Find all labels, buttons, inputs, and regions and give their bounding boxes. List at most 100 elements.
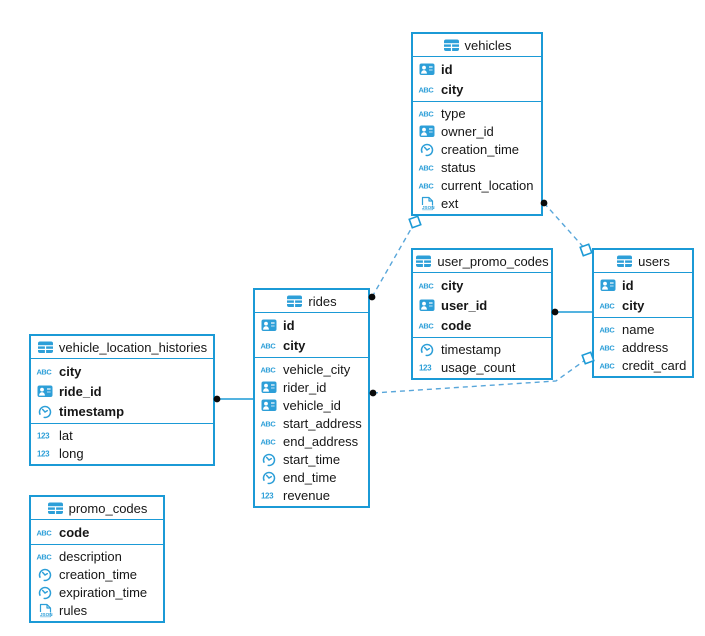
column-row[interactable]: end_time xyxy=(255,468,368,486)
clock-icon xyxy=(36,584,53,600)
column-name: city xyxy=(283,337,306,353)
relation-rides-vehicles[interactable] xyxy=(371,221,416,298)
column-name: rules xyxy=(59,602,88,618)
column-row[interactable]: owner_id xyxy=(413,122,541,140)
column-name: owner_id xyxy=(441,123,494,139)
key-column-row[interactable]: ABC city xyxy=(413,275,551,295)
clock-icon xyxy=(418,141,435,157)
svg-text:ABC: ABC xyxy=(261,366,277,375)
text-abc-icon: ABC xyxy=(36,548,53,564)
column-name: vehicle_id xyxy=(283,397,341,413)
column-name: city xyxy=(441,277,464,293)
svg-text:JSON: JSON xyxy=(40,612,53,617)
column-name: end_address xyxy=(283,433,359,449)
column-name: revenue xyxy=(283,487,330,503)
svg-text:ABC: ABC xyxy=(37,553,53,562)
column-row[interactable]: ABC vehicle_city xyxy=(255,360,368,378)
user-id-badge-icon xyxy=(260,397,277,413)
relation-endpoint-square xyxy=(408,215,422,229)
entity-header[interactable]: vehicles xyxy=(413,34,541,57)
user-id-badge-icon xyxy=(418,61,435,77)
column-name: vehicle_city xyxy=(283,361,351,377)
svg-text:ABC: ABC xyxy=(37,368,53,377)
svg-text:123: 123 xyxy=(261,492,274,501)
column-row[interactable]: start_time xyxy=(255,450,368,468)
column-row[interactable]: creation_time xyxy=(31,565,163,583)
text-abc-icon: ABC xyxy=(418,159,435,175)
entity-header[interactable]: user_promo_codes xyxy=(413,250,551,273)
svg-text:ABC: ABC xyxy=(261,438,277,447)
key-column-row[interactable]: ABC city xyxy=(31,361,213,381)
column-name: expiration_time xyxy=(59,584,148,600)
column-name: code xyxy=(59,524,90,540)
entity-header[interactable]: users xyxy=(594,250,692,273)
entity-header[interactable]: vehicle_location_histories xyxy=(31,336,213,359)
table-icon xyxy=(37,339,54,355)
svg-text:ABC: ABC xyxy=(419,182,435,191)
svg-text:123: 123 xyxy=(419,364,432,373)
column-name: timestamp xyxy=(59,403,125,419)
key-column-row[interactable]: timestamp xyxy=(31,401,213,421)
column-row[interactable]: creation_time xyxy=(413,140,541,158)
svg-text:ABC: ABC xyxy=(419,86,435,95)
column-row[interactable]: JSON rules xyxy=(31,601,163,619)
column-row[interactable]: ABC status xyxy=(413,158,541,176)
svg-text:ABC: ABC xyxy=(419,110,435,119)
column-name: user_id xyxy=(441,297,488,313)
key-column-row[interactable]: user_id xyxy=(413,295,551,315)
key-column-row[interactable]: id xyxy=(594,275,692,295)
column-row[interactable]: timestamp xyxy=(413,340,551,358)
column-row[interactable]: ABC end_address xyxy=(255,432,368,450)
column-name: city xyxy=(59,363,82,379)
relation-vehicles-users[interactable] xyxy=(543,202,587,251)
entity-title: vehicles xyxy=(464,37,512,53)
key-column-row[interactable]: ride_id xyxy=(31,381,213,401)
column-name: long xyxy=(59,445,84,461)
text-abc-icon: ABC xyxy=(418,177,435,193)
column-row[interactable]: rider_id xyxy=(255,378,368,396)
column-row[interactable]: vehicle_id xyxy=(255,396,368,414)
key-column-row[interactable]: id xyxy=(255,315,368,335)
column-name: status xyxy=(441,159,476,175)
primary-key-section: ABC city ride_id timestamp xyxy=(31,359,213,424)
key-column-row[interactable]: id xyxy=(413,59,541,79)
entity-header[interactable]: rides xyxy=(255,290,368,313)
column-row[interactable]: expiration_time xyxy=(31,583,163,601)
text-abc-icon: ABC xyxy=(418,277,435,293)
column-row[interactable]: 123 revenue xyxy=(255,486,368,504)
text-abc-icon: ABC xyxy=(418,317,435,333)
column-name: start_address xyxy=(283,415,362,431)
svg-text:ABC: ABC xyxy=(261,420,277,429)
column-row[interactable]: ABC start_address xyxy=(255,414,368,432)
user-id-badge-icon xyxy=(418,297,435,313)
text-abc-icon: ABC xyxy=(599,297,616,313)
column-name: address xyxy=(622,339,669,355)
entity-header[interactable]: promo_codes xyxy=(31,497,163,520)
column-name: ride_id xyxy=(59,383,102,399)
